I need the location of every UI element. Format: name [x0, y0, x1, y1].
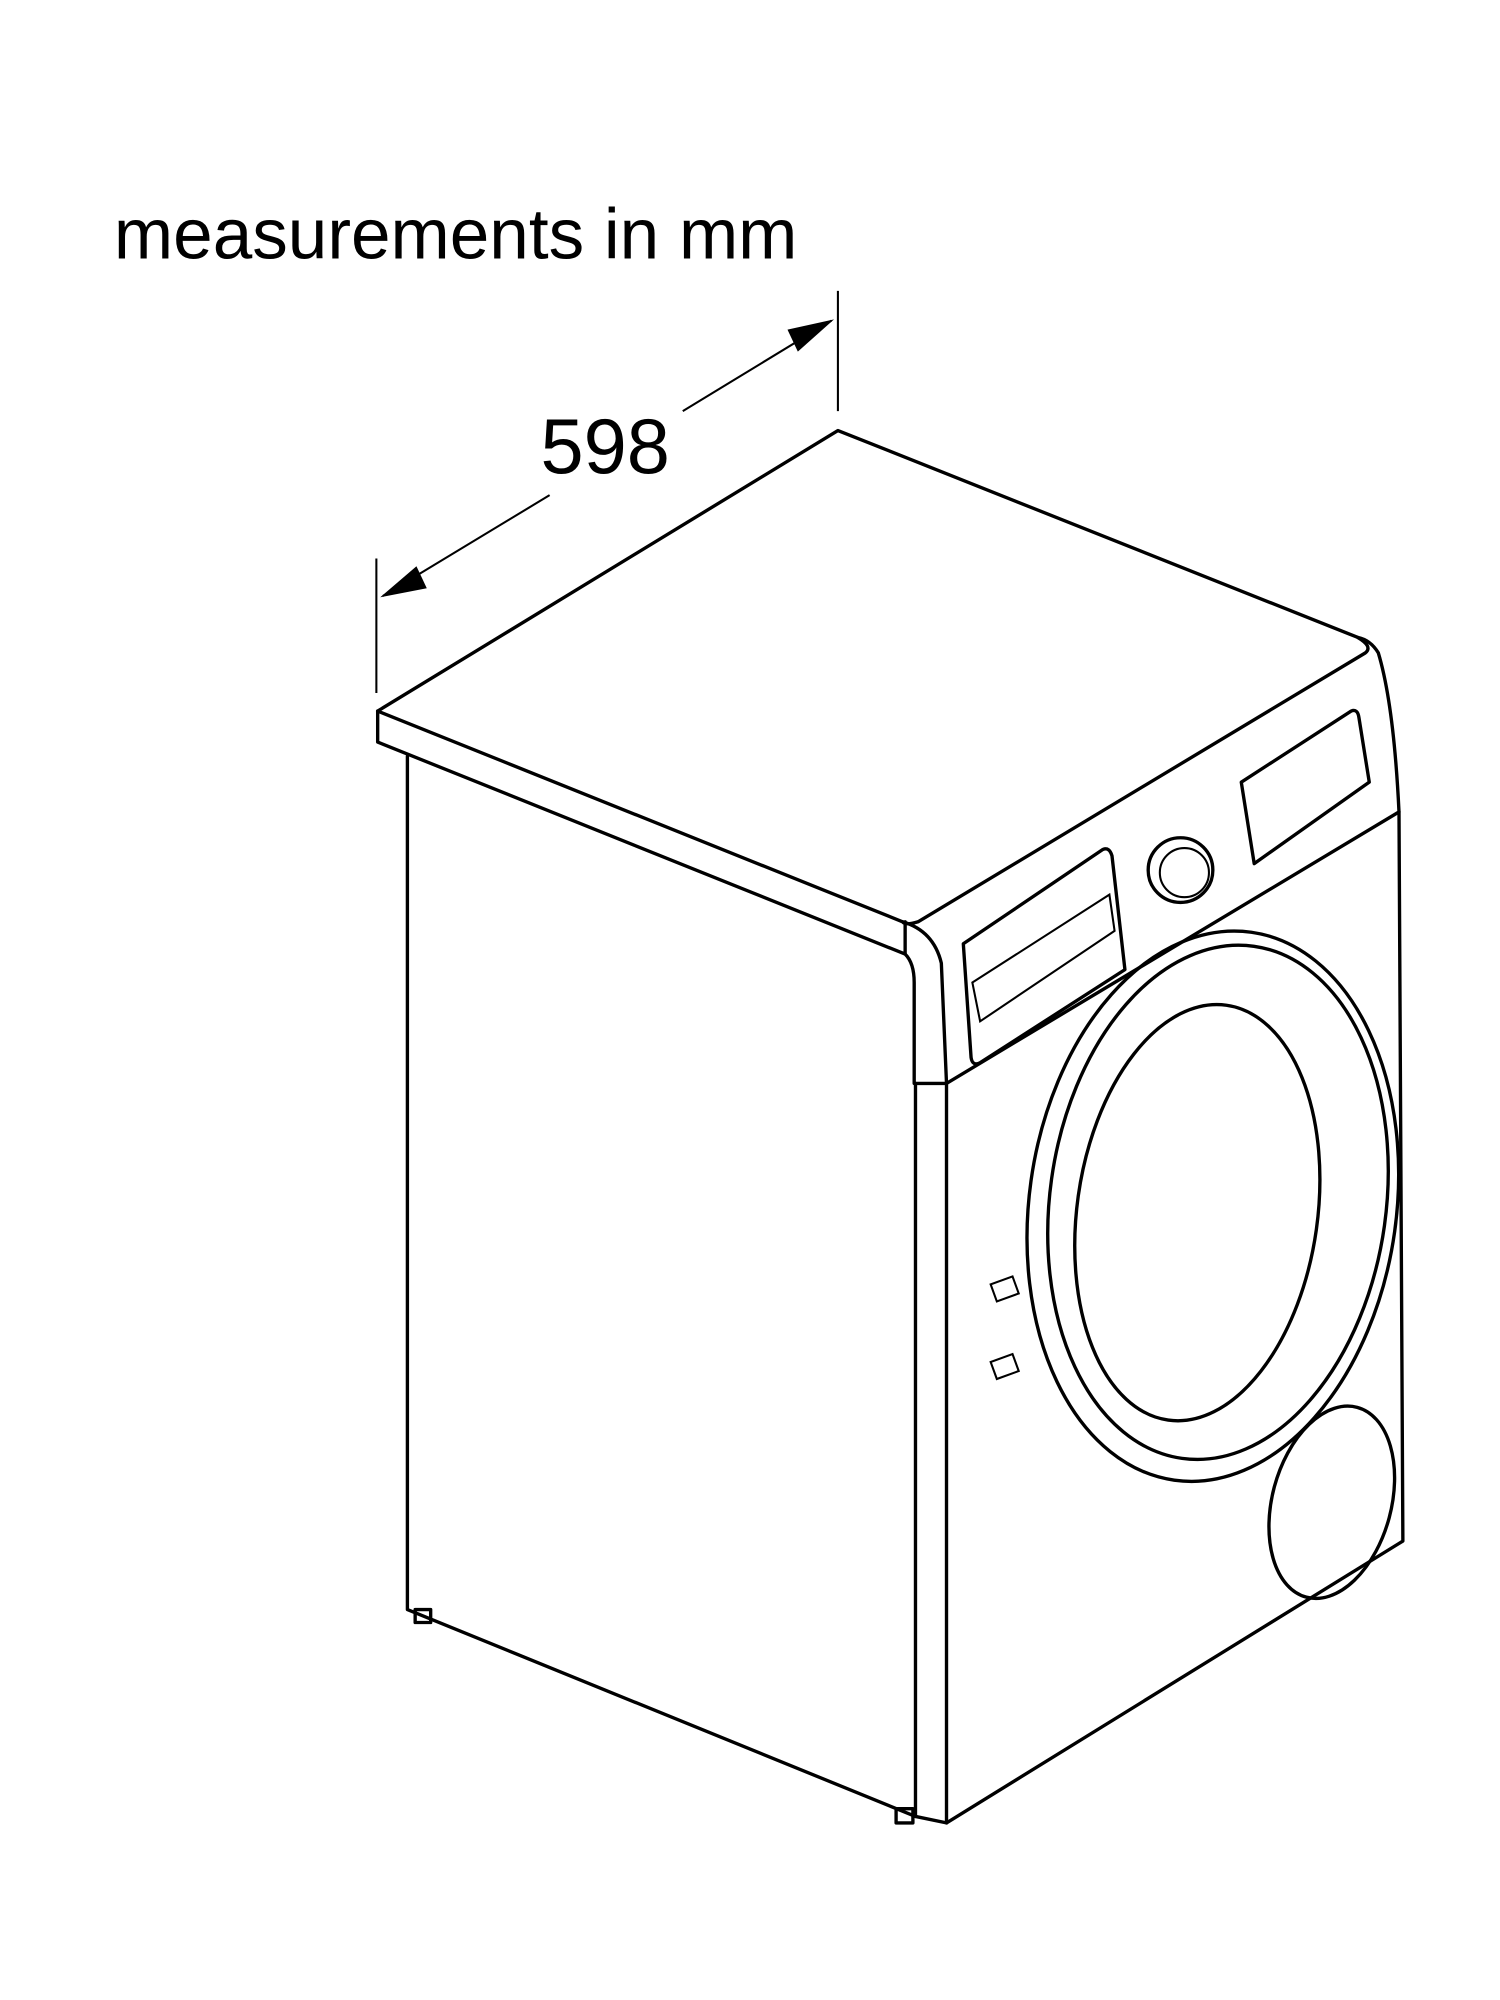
program-knob-inner — [1158, 847, 1210, 899]
washing-machine — [375, 428, 1405, 1825]
door-glass — [1073, 1002, 1322, 1423]
door-hinge-bottom — [989, 1352, 1021, 1381]
arrowhead-right — [787, 319, 835, 352]
top-surface — [375, 428, 1370, 926]
foot-left — [413, 1607, 433, 1625]
diagram-title: measurements in mm — [114, 196, 797, 275]
front-corner — [913, 1814, 949, 1825]
display-panel — [1239, 708, 1371, 866]
control-panel — [900, 635, 1401, 1086]
control-panel-side — [903, 952, 949, 1086]
top-lip — [375, 709, 907, 956]
width-label: 598 — [541, 404, 670, 490]
program-knob — [1146, 836, 1215, 905]
width-dimension: 598 — [375, 290, 839, 693]
service-hatch — [1267, 1404, 1397, 1601]
front-panel — [944, 810, 1405, 1825]
door-frame — [1046, 943, 1390, 1462]
detergent-drawer — [961, 847, 1127, 1066]
door-outer-ring — [1025, 929, 1401, 1484]
arrowhead-left — [380, 566, 427, 598]
drawer-handle — [971, 892, 1116, 1024]
door-hinge-top — [989, 1275, 1021, 1303]
side-panel — [405, 754, 918, 1819]
foot-front — [894, 1806, 915, 1825]
